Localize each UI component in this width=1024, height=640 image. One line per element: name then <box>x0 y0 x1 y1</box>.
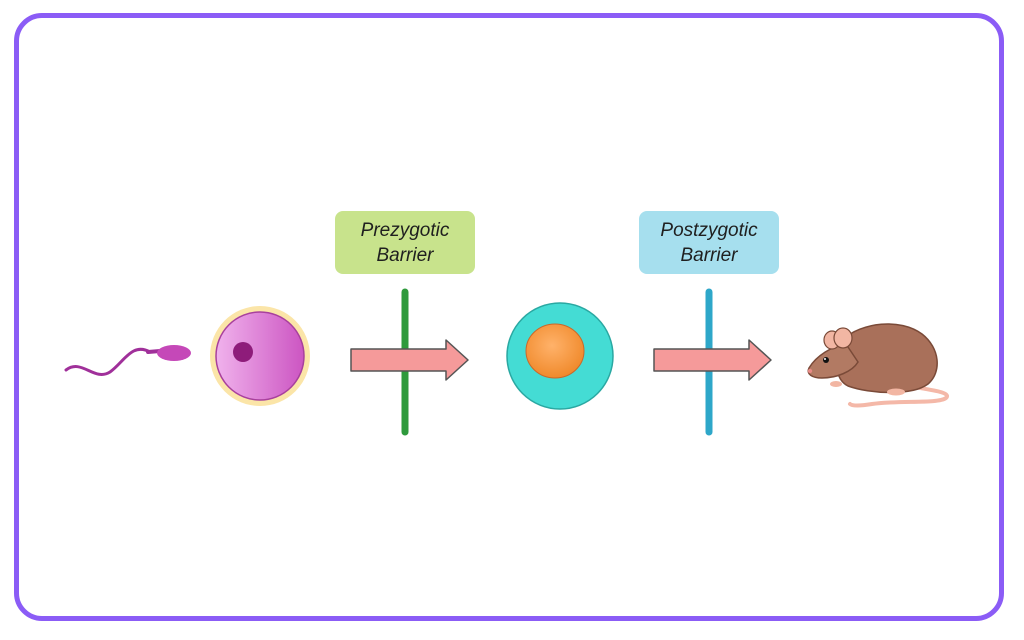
postzygotic-label-line2: Barrier <box>680 245 738 266</box>
prezygotic-label-line1: Prezygotic <box>360 220 450 241</box>
egg-cell-icon <box>210 306 310 406</box>
sperm-icon <box>64 345 191 376</box>
prezygotic-label-line2: Barrier <box>376 245 434 266</box>
postzygotic-barrier-label: Postzygotic Barrier <box>639 211 779 274</box>
postzygotic-label-line1: Postzygotic <box>660 220 758 241</box>
mouse-icon <box>807 323 949 408</box>
arrow-zygote-to-offspring <box>653 339 772 381</box>
diagram-frame <box>14 13 1004 621</box>
arrow-egg-to-zygote <box>350 339 469 381</box>
prezygotic-barrier-label: Prezygotic Barrier <box>335 211 475 274</box>
zygote-icon <box>506 302 614 410</box>
